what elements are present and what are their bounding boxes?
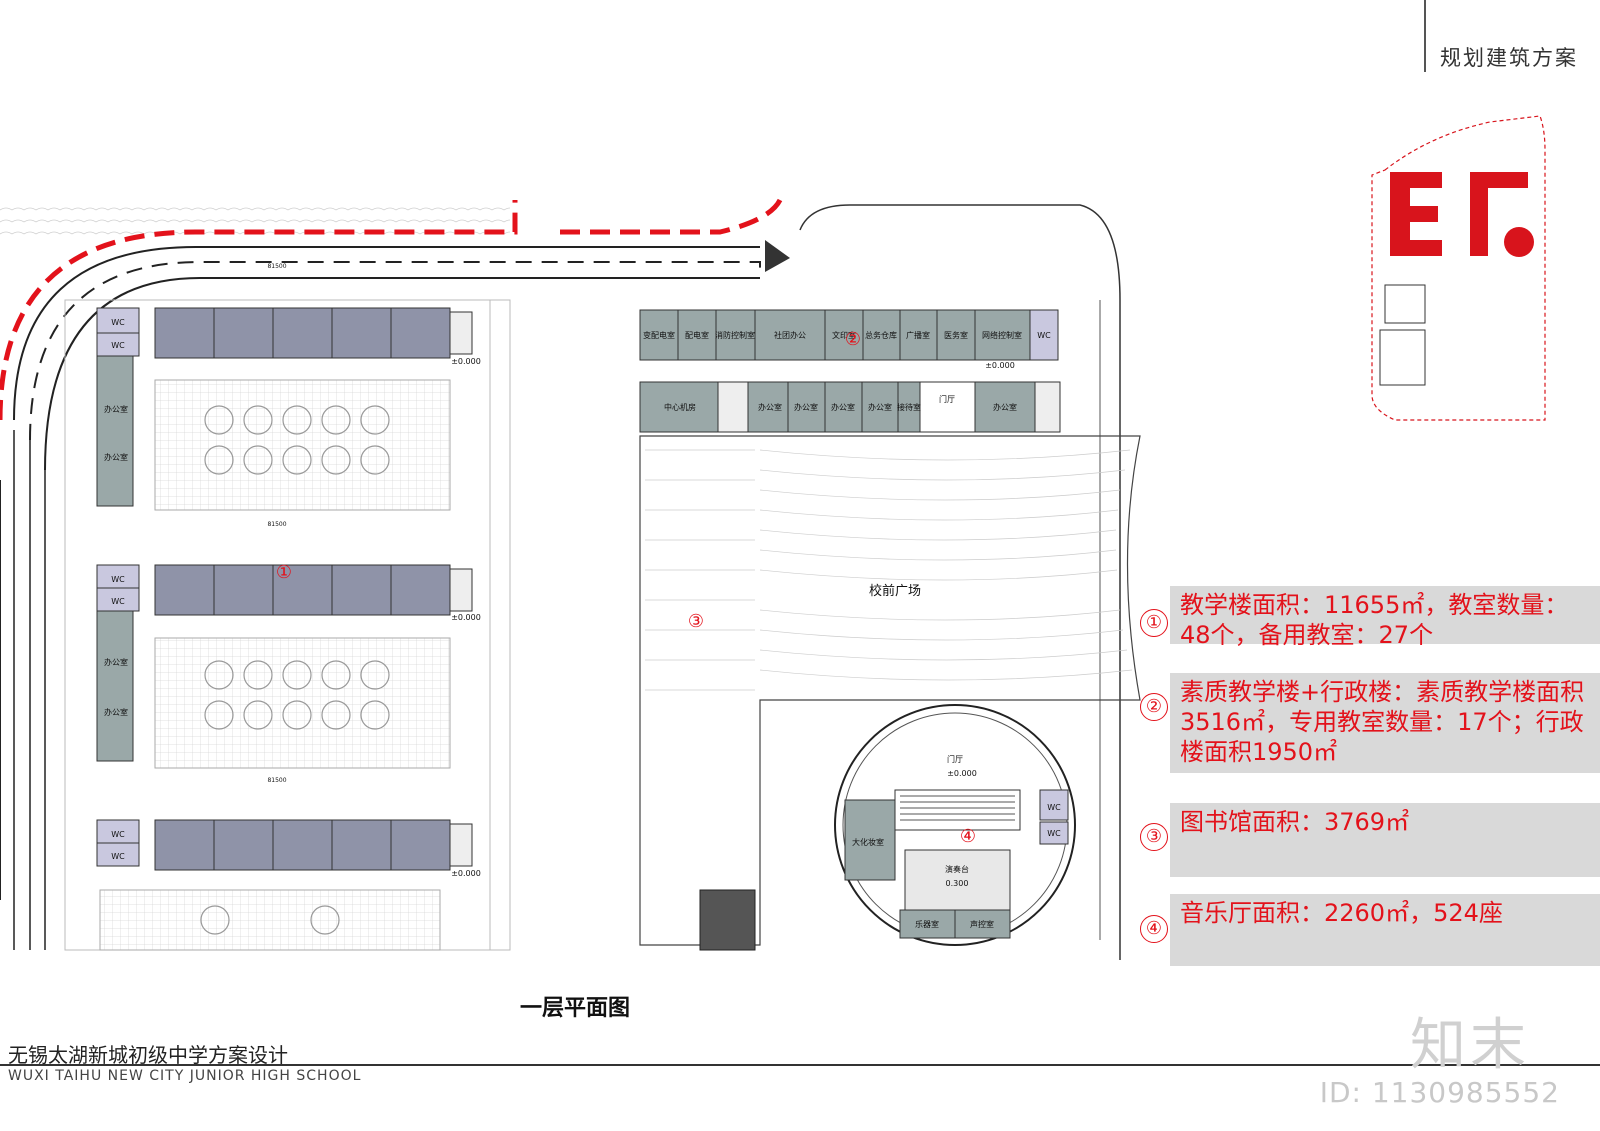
svg-text:文印室: 文印室: [832, 330, 856, 340]
marker-3: ③: [688, 611, 704, 632]
svg-text:社团办公: 社团办公: [774, 330, 806, 340]
svg-text:演奏台: 演奏台: [945, 864, 969, 874]
svg-text:WC: WC: [111, 830, 125, 839]
courtyard-3: [99, 889, 441, 951]
svg-text:81500: 81500: [267, 263, 286, 270]
courtyard-2: [154, 637, 451, 769]
north-arrow: [765, 240, 790, 272]
info-panel-1-text: 教学楼面积：11655㎡，教室数量：48个，备用教室：27个: [1180, 591, 1569, 649]
plaza-label: 校前广场: [869, 583, 921, 599]
info-panel-4-text: 音乐厅面积：2260㎡，524座: [1180, 899, 1503, 927]
svg-text:±0.000: ±0.000: [451, 357, 481, 366]
svg-text:±0.000: ±0.000: [947, 769, 977, 778]
admin-building: [639, 309, 1061, 433]
svg-text:办公室: 办公室: [104, 452, 128, 462]
et-logo: [1371, 115, 1546, 421]
footer-divider: [0, 1064, 1600, 1066]
svg-text:办公室: 办公室: [104, 657, 128, 667]
header-divider: [1424, 0, 1426, 72]
svg-text:WC: WC: [1047, 803, 1061, 812]
svg-text:大化妆室: 大化妆室: [852, 837, 884, 847]
svg-text:消防控制室: 消防控制室: [715, 330, 755, 340]
svg-text:WC: WC: [111, 597, 125, 606]
svg-text:办公室: 办公室: [104, 404, 128, 414]
project-title-cn: 无锡太湖新城初级中学方案设计: [8, 1043, 288, 1067]
classroom-row-2: [96, 564, 473, 762]
concert-hall: [834, 704, 1076, 946]
plan-title: 一层平面图: [520, 996, 631, 1021]
svg-text:广播室: 广播室: [906, 330, 930, 340]
svg-text:0.300: 0.300: [946, 879, 969, 888]
svg-text:81500: 81500: [267, 777, 286, 784]
info-panel-2-number: ②: [1140, 693, 1168, 721]
info-panel-1: 教学楼面积：11655㎡，教室数量：48个，备用教室：27个: [1170, 586, 1600, 649]
info-panel-3-text: 图书馆面积：3769㎡: [1180, 808, 1410, 836]
svg-text:WC: WC: [1037, 331, 1051, 340]
svg-text:声控室: 声控室: [970, 919, 994, 929]
brand-watermark: 知末: [1410, 1013, 1530, 1078]
red-boundary-road: [0, 200, 518, 421]
svg-text:±0.000: ±0.000: [451, 613, 481, 622]
courtyard-1: [154, 379, 451, 511]
svg-text:±0.000: ±0.000: [451, 869, 481, 878]
plaza-paving: [645, 449, 1133, 691]
stair-block: [699, 889, 756, 951]
svg-text:接待室: 接待室: [897, 402, 921, 412]
info-panel-1-number: ①: [1140, 609, 1168, 637]
svg-text:办公室: 办公室: [104, 707, 128, 717]
svg-text:WC: WC: [111, 341, 125, 350]
info-panel-2-text: 素质教学楼+行政楼：素质教学楼面积3516㎡，专用教室数量：17个；行政楼面积1…: [1180, 678, 1585, 766]
svg-text:±0.000: ±0.000: [985, 361, 1015, 370]
marker-4: ④: [960, 826, 976, 847]
info-panel-3-number: ③: [1140, 823, 1168, 851]
info-panel-4: 音乐厅面积：2260㎡，524座: [1170, 894, 1600, 966]
svg-text:中心机房: 中心机房: [664, 402, 696, 412]
marker-2: ②: [845, 329, 861, 350]
svg-text:门厅: 门厅: [947, 754, 963, 764]
classroom-row-3: [96, 819, 473, 871]
info-panel-2: 素质教学楼+行政楼：素质教学楼面积3516㎡，专用教室数量：17个；行政楼面积1…: [1170, 673, 1600, 773]
info-panel-3: 图书馆面积：3769㎡: [1170, 803, 1600, 877]
section-title: 规划建筑方案: [1440, 46, 1578, 70]
svg-text:门厅: 门厅: [939, 394, 955, 404]
document-id: ID: 1130985552: [1319, 1076, 1560, 1109]
svg-text:办公室: 办公室: [794, 402, 818, 412]
svg-text:WC: WC: [1047, 829, 1061, 838]
svg-text:办公室: 办公室: [868, 402, 892, 412]
svg-text:医务室: 医务室: [944, 330, 968, 340]
svg-text:WC: WC: [111, 575, 125, 584]
svg-text:81500: 81500: [267, 521, 286, 528]
svg-text:办公室: 办公室: [831, 402, 855, 412]
svg-text:办公室: 办公室: [758, 402, 782, 412]
wc-label: WC: [111, 318, 125, 327]
svg-text:网络控制室: 网络控制室: [982, 330, 1022, 340]
courtyard-trees: [200, 405, 390, 935]
svg-text:乐器室: 乐器室: [915, 919, 939, 929]
project-title-en: WUXI TAIHU NEW CITY JUNIOR HIGH SCHOOL: [8, 1068, 362, 1084]
road-edge: [13, 245, 760, 421]
svg-text:WC: WC: [111, 852, 125, 861]
info-panel-4-number: ④: [1140, 915, 1168, 943]
classroom-row-1: [96, 307, 473, 507]
svg-text:配电室: 配电室: [685, 330, 709, 340]
svg-text:变配电室: 变配电室: [643, 330, 675, 340]
svg-text:办公室: 办公室: [993, 402, 1017, 412]
svg-text:总务仓库: 总务仓库: [865, 330, 897, 340]
library-outline: [639, 435, 1141, 946]
marker-1: ①: [276, 562, 292, 583]
